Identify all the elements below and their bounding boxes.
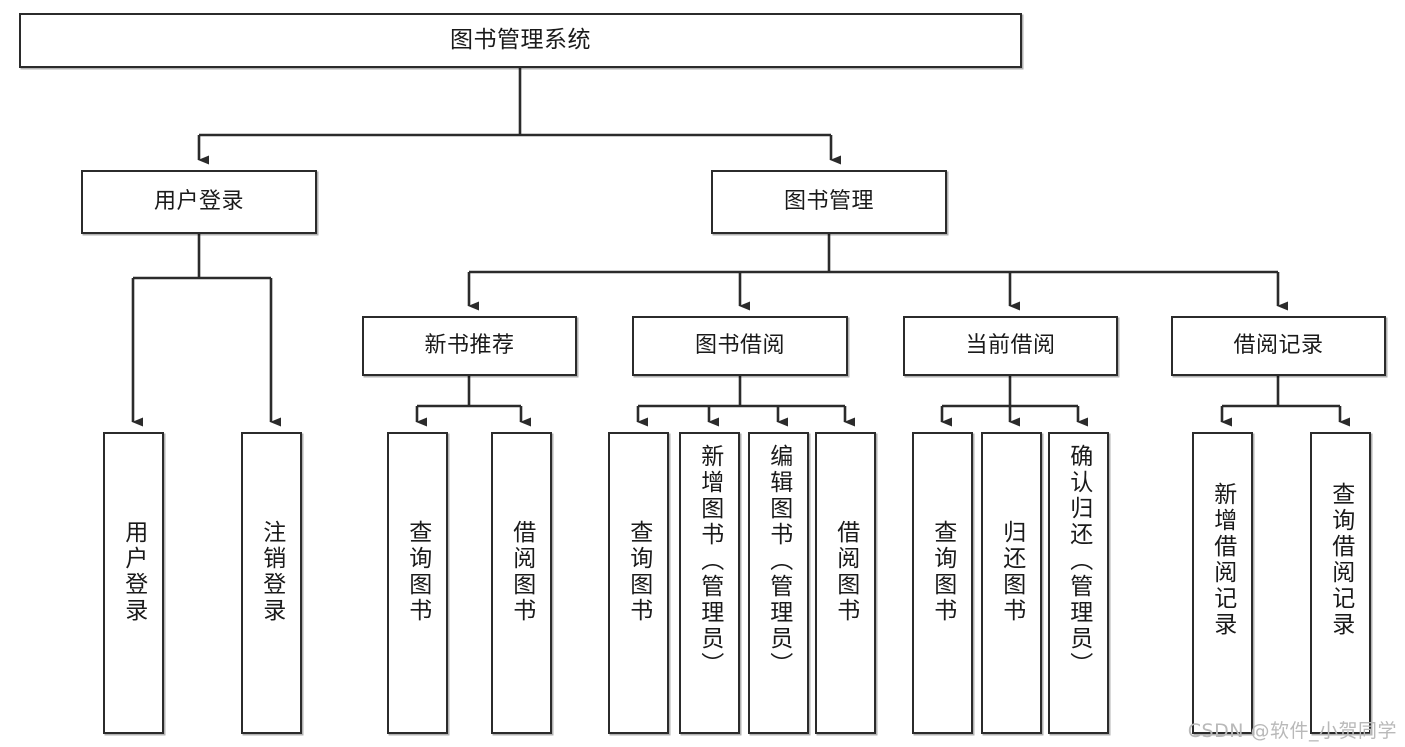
node-borrow-record[interactable]: 借阅记录 bbox=[1171, 316, 1386, 376]
node-book-management[interactable]: 图书管理 bbox=[711, 170, 947, 234]
leaf-add-borrow-record[interactable]: 新增借阅记录 bbox=[1192, 432, 1253, 734]
node-label: 归还图书 bbox=[998, 520, 1025, 624]
node-label: 当前借阅 bbox=[965, 333, 1056, 359]
leaf-query-book-current[interactable]: 查询图书 bbox=[912, 432, 973, 734]
leaf-logout[interactable]: 注销登录 bbox=[241, 432, 302, 734]
leaf-return-book[interactable]: 归还图书 bbox=[981, 432, 1042, 734]
node-label: 查询图书 bbox=[404, 520, 431, 624]
node-label: 图书管理系统 bbox=[450, 26, 591, 53]
node-root-system[interactable]: 图书管理系统 bbox=[19, 13, 1022, 68]
node-label: 查询图书 bbox=[625, 520, 652, 624]
leaf-user-login[interactable]: 用户登录 bbox=[103, 432, 164, 734]
node-label: 借阅图书 bbox=[508, 520, 535, 624]
node-book-borrow[interactable]: 图书借阅 bbox=[632, 316, 848, 376]
node-label: 图书管理 bbox=[783, 189, 874, 215]
leaf-add-book-admin[interactable]: 新增图书（管理员） bbox=[679, 432, 740, 734]
leaf-query-borrow-record[interactable]: 查询借阅记录 bbox=[1310, 432, 1371, 734]
node-label: 注销登录 bbox=[258, 520, 285, 624]
node-label: 查询借阅记录 bbox=[1327, 482, 1354, 638]
leaf-confirm-return-admin[interactable]: 确认归还（管理员） bbox=[1048, 432, 1109, 734]
node-label: 新书推荐 bbox=[424, 333, 515, 359]
node-label: 借阅记录 bbox=[1233, 333, 1324, 359]
leaf-edit-book-admin[interactable]: 编辑图书（管理员） bbox=[748, 432, 809, 734]
node-label: 用户登录 bbox=[120, 520, 147, 624]
leaf-borrow-book[interactable]: 借阅图书 bbox=[815, 432, 876, 734]
node-label: 借阅图书 bbox=[832, 520, 859, 624]
node-label: 确认归还（管理员） bbox=[1065, 444, 1092, 678]
leaf-query-book-borrow[interactable]: 查询图书 bbox=[608, 432, 669, 734]
leaf-borrow-book-newbook[interactable]: 借阅图书 bbox=[491, 432, 552, 734]
node-current-borrow[interactable]: 当前借阅 bbox=[903, 316, 1118, 376]
watermark: CSDN @软件_小贺同学 bbox=[1187, 720, 1397, 742]
node-label: 图书借阅 bbox=[694, 333, 785, 359]
leaf-query-book-newbook[interactable]: 查询图书 bbox=[387, 432, 448, 734]
node-label: 新增图书（管理员） bbox=[696, 444, 723, 678]
node-label: 新增借阅记录 bbox=[1209, 482, 1236, 638]
node-new-book-recommend[interactable]: 新书推荐 bbox=[362, 316, 577, 376]
node-label: 编辑图书（管理员） bbox=[765, 444, 792, 678]
node-label: 用户登录 bbox=[153, 189, 244, 215]
node-user-login[interactable]: 用户登录 bbox=[81, 170, 317, 234]
node-label: 查询图书 bbox=[929, 520, 956, 624]
